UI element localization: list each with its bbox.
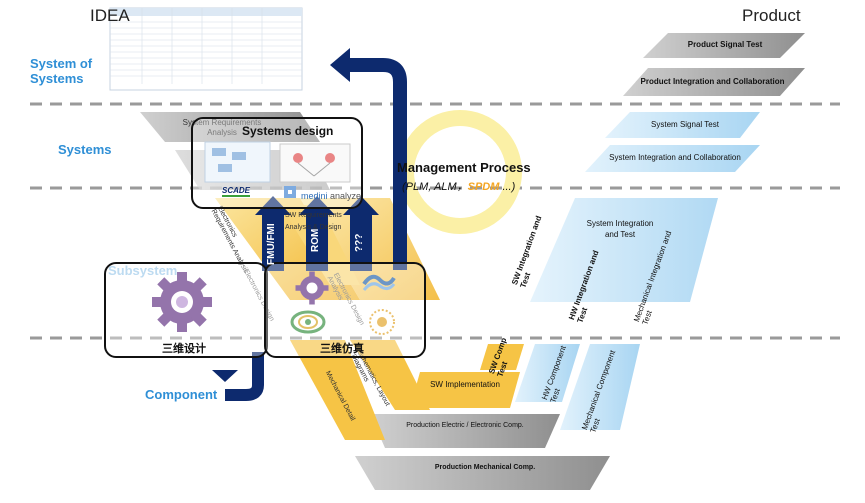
flow-arrow-component (225, 352, 264, 401)
band-production-mechanical (355, 456, 610, 490)
label-production-mechanical: Production Mechanical Comp. (434, 464, 536, 471)
management-process-title: Management Process (397, 160, 531, 175)
medini-logo-analyze: analyze (330, 191, 362, 201)
band-system-requirements (140, 112, 320, 142)
medini-logo-name: medini (301, 191, 328, 201)
arrow-unknown (343, 196, 379, 271)
design-3d-box (104, 262, 268, 358)
band-hw-component-test (515, 344, 580, 402)
gear-icon (295, 271, 329, 305)
simulation-3d-box (264, 262, 426, 358)
band-mechanical-component-test (560, 344, 640, 430)
label-product-signal-test: Product Signal Test (687, 40, 763, 49)
systems-design-box (191, 117, 363, 209)
band-system-integration-test (530, 198, 718, 302)
idea-label: IDEA (90, 6, 130, 25)
band-sw-comp-test (480, 344, 524, 370)
wave-logo-icon (362, 274, 396, 291)
level-systems: Systems (58, 142, 112, 157)
level-subsystem: Subsystem (108, 263, 178, 278)
spark-logo-icon (369, 309, 395, 335)
label-sw-implementation: SW Implementation (430, 380, 500, 389)
management-sub-prefix: (PLM, ALM， (402, 181, 468, 193)
product-label: Product (742, 6, 801, 25)
simulation-3d-title: 三维仿真 (320, 343, 364, 355)
arrow-rom (299, 196, 335, 271)
label-system-signal-test: System Signal Test (651, 120, 719, 129)
level-component: Component (145, 387, 218, 402)
label-system-integration: System Integration and Collaboration (609, 153, 741, 162)
arrow-label-unknown: ??? (354, 233, 365, 252)
simulation-logo-icon (290, 310, 326, 334)
arrow-label-fmu-fmi: FMU/FMI (266, 223, 277, 265)
systems-design-title: Systems design (242, 124, 334, 138)
label-system-integration-test: System Integration and Test (586, 219, 654, 239)
band-system-signal-test (605, 112, 760, 138)
arrow-label-rom: ROM (310, 228, 321, 252)
systems-design-diagram (204, 141, 351, 183)
label-system-requirements: System Requirements Analysis (182, 118, 262, 137)
scade-logo: SCADE (222, 186, 251, 197)
band-production-electric (370, 414, 560, 448)
label-product-integration: Product Integration and Collaboration (640, 77, 785, 86)
arrow-fmu-fmi (255, 196, 291, 271)
band-product-signal-test (643, 33, 805, 58)
management-process-subtitle: (PLM, ALM，SPDM ...) (402, 178, 515, 194)
band-system-integration (585, 145, 760, 172)
band-product-integration (623, 68, 805, 96)
band-sw-implementation (410, 372, 520, 408)
medini-logo: medini analyze (301, 191, 361, 201)
flow-arrow-up-head (330, 48, 350, 82)
gear-icon (152, 272, 212, 332)
flow-arrow-component-head (212, 370, 238, 382)
design-3d-title: 三维设计 (162, 343, 206, 355)
flow-arrow-up (348, 58, 407, 270)
management-sub-suffix: ...) (499, 181, 516, 193)
band-mechanical-detail (290, 340, 385, 440)
level-system-of-systems: System of Systems (30, 56, 93, 86)
label-sw-requirements-design: SW Requirements Analysis & Design (285, 212, 342, 231)
label-production-electric: Production Electric / Electronic Comp. (406, 422, 524, 429)
spreadsheet-thumbnail (109, 7, 303, 91)
medini-cube-icon (284, 186, 296, 198)
management-sub-highlight: SPDM (467, 181, 500, 193)
